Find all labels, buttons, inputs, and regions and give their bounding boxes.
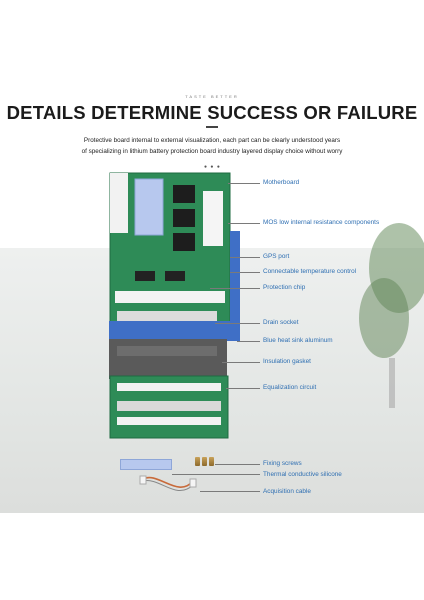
callout-line-motherboard (228, 183, 260, 184)
callout-line-mos (228, 223, 260, 224)
callout-line-gasket (222, 362, 260, 363)
page-title: DETAILS DETERMINE SUCCESS OR FAILURE (6, 102, 418, 123)
description-line-1: Protective board internal to external vi… (83, 137, 341, 144)
callout-acquisition-cable: Acquisition cable (263, 488, 311, 495)
screw-1 (195, 457, 200, 466)
callout-line-gps (230, 257, 260, 258)
callout-equalization-circuit: Equalization circuit (263, 384, 317, 391)
callout-line-screws (215, 464, 260, 465)
callout-motherboard: Motherboard (263, 179, 300, 186)
callout-protection-chip: Protection chip (263, 284, 306, 291)
callout-insulation-gasket: Insulation gasket (263, 358, 311, 365)
screw-3 (209, 457, 214, 466)
callout-temperature-control: Connectable temperature control (263, 268, 357, 275)
thermal-pad (120, 459, 172, 470)
callout-drain-socket: Drain socket (263, 319, 299, 326)
divider-dots: ● ● ● (204, 164, 221, 170)
callout-line-drain (215, 323, 260, 324)
callout-line-equalization (226, 388, 260, 389)
bms-board-illustration (109, 172, 240, 439)
callout-thermal-silicone: Thermal conductive silicone (263, 471, 342, 478)
callout-line-temp (230, 272, 260, 273)
callout-gps-port: GPS port (263, 253, 290, 260)
description-line-2: of specializing in lithium battery prote… (81, 148, 343, 155)
tagline: TASTE BETTER (185, 94, 239, 99)
callout-line-silicone (172, 474, 260, 475)
acquisition-cable-image (139, 475, 197, 491)
background-plant (359, 223, 424, 408)
callout-heat-sink: Blue heat sink aluminum (263, 337, 333, 344)
product-frame: TASTE BETTER DETAILS DETERMINE SUCCESS O… (0, 88, 424, 513)
screw-2 (202, 457, 207, 466)
callout-line-chip (210, 288, 260, 289)
title-underline (206, 126, 218, 128)
callout-line-cable (200, 491, 260, 492)
description: Protective board internal to external vi… (30, 135, 394, 157)
callout-line-heatsink (237, 341, 260, 342)
callout-mos: MOS low internal resistance components (263, 219, 380, 226)
callout-fixing-screws: Fixing screws (263, 460, 302, 467)
